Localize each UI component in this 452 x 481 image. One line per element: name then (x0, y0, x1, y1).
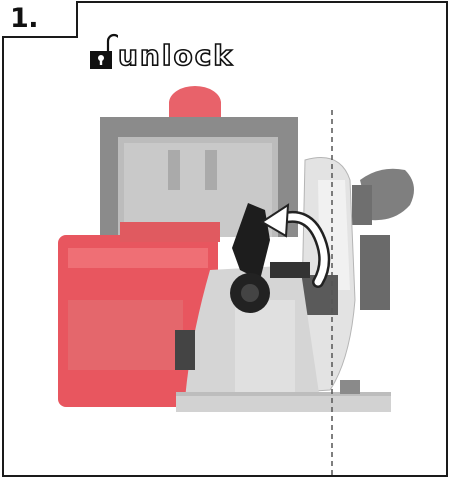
front-knob (352, 169, 414, 310)
rear-knob (169, 86, 221, 120)
